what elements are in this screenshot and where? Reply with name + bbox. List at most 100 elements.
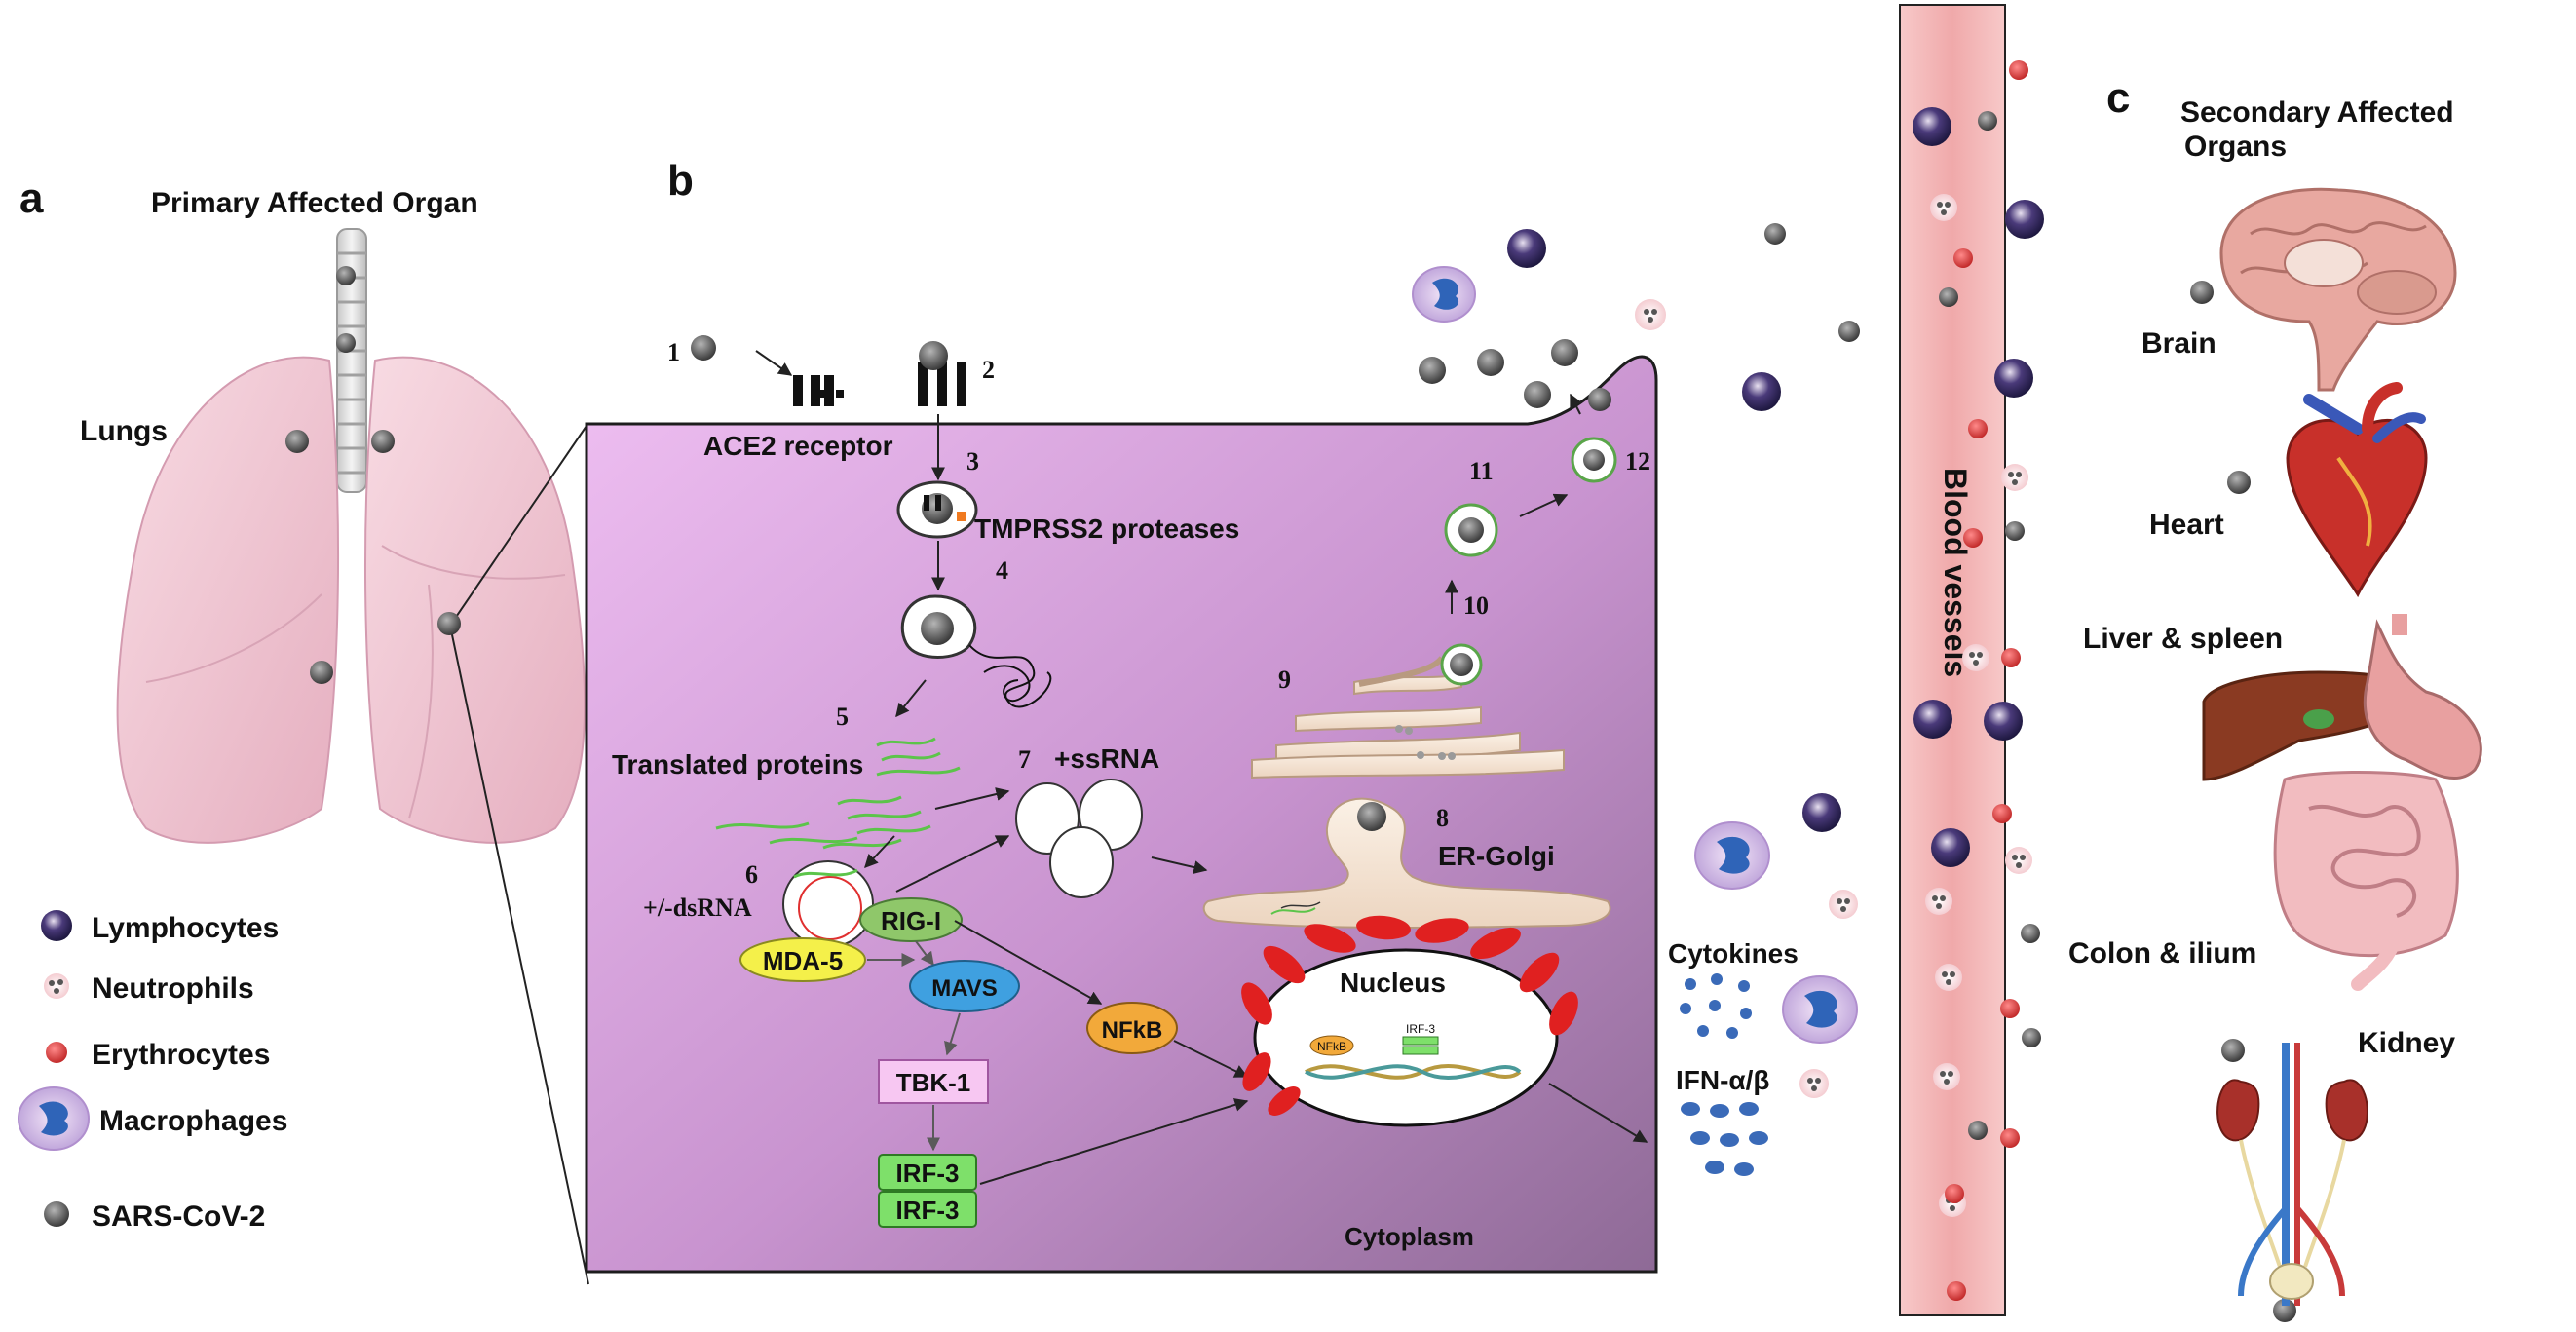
organ-label-liver-spleen: Liver & spleen [2083, 623, 2283, 655]
er-icon [1202, 797, 1611, 930]
svg-text:IRF-3: IRF-3 [896, 1196, 960, 1225]
tbk1-node: TBK-1 [878, 1059, 989, 1104]
svg-text:SARS-CoV-2: SARS-CoV-2 [92, 1200, 265, 1233]
panel-a: a Primary Affected Organ Lungs [18, 174, 589, 1285]
step-3: 3 [966, 447, 979, 476]
arrow-nfkb-nucleus [1173, 1040, 1249, 1078]
nucleus-icon: NFkB IRF-3 [1241, 915, 1578, 1127]
kidney-icon [2216, 1043, 2368, 1306]
arrow-nucleus-cytokines [1548, 1083, 1648, 1143]
trachea-icon [336, 228, 367, 493]
legend-item-sars-cov-2: SARS-CoV-2 [44, 1200, 265, 1233]
organ-label-heart: Heart [2149, 509, 2224, 541]
primary-organ-title: Primary Affected Organ [151, 187, 478, 219]
arrow-rig1-mavs [915, 940, 934, 967]
panel-b-letter: b [667, 157, 694, 205]
uncoating-endosome-icon [900, 594, 1052, 708]
arrow-6-7 [895, 835, 1010, 893]
step-2: 2 [982, 356, 995, 384]
arrow-irf3-nucleus [979, 1098, 1249, 1185]
dna-irf3-label: IRF-3 [1406, 1022, 1435, 1036]
arrow-11-12 [1519, 493, 1569, 517]
exocytosis-vesicle-icon [1571, 437, 1617, 483]
panel-c-letter: c [2106, 74, 2130, 122]
erythrocyte-particles [1945, 60, 2028, 1301]
ace2-label: ACE2 receptor [703, 431, 893, 461]
organ-label-brain: Brain [2141, 327, 2216, 360]
nfkb-node: NFkB [1086, 1002, 1178, 1054]
arrow-rig1-nfkb [954, 920, 1103, 1005]
macrophage-icon [18, 1086, 90, 1151]
secondary-organs-title-line2: Organs [2184, 131, 2287, 163]
erythrocyte-icon [46, 1042, 67, 1063]
budding-vesicle-icon [1358, 643, 1483, 687]
lungs-icon [116, 356, 587, 844]
panel-b: b 1 2 3 4 5 6 7 8 9 10 11 12 ACE2 re [585, 4, 2006, 1316]
svg-text:IRF-3: IRF-3 [896, 1159, 960, 1188]
tmprss2-label: TMPRSS2 proteases [974, 514, 1239, 544]
secondary-organs-title-line1: Secondary Affected [2180, 96, 2454, 129]
brain-icon [2219, 187, 2457, 392]
endosome-icon [896, 480, 978, 539]
intestines-icon [2273, 771, 2459, 991]
svg-text:RIG-I: RIG-I [881, 906, 941, 935]
neutrophil-particles [1635, 194, 2032, 1217]
svg-text:Erythrocytes: Erythrocytes [92, 1039, 270, 1071]
ifn-label: IFN-α/β [1676, 1065, 1770, 1095]
svg-text:Neutrophils: Neutrophils [92, 972, 254, 1005]
svg-text:MDA-5: MDA-5 [763, 946, 843, 975]
dna-nfkb-label: NFkB [1317, 1040, 1346, 1053]
virus-icon [44, 1201, 69, 1227]
organ-label-colon-ilium: Colon & ilium [2068, 937, 2256, 970]
translated-proteins-icon [715, 737, 961, 850]
cytokines-icon [1680, 973, 1752, 1039]
legend-item-lymphocytes: Lymphocytes [41, 910, 279, 944]
cytokines-label: Cytokines [1668, 938, 1799, 969]
step-1: 1 [667, 338, 680, 366]
svg-text:TBK-1: TBK-1 [896, 1068, 971, 1097]
panel-a-letter: a [19, 174, 44, 222]
virus-icon [691, 335, 716, 361]
step-9: 9 [1278, 666, 1291, 694]
ssrna-vesicles-icon [1015, 779, 1143, 898]
step-4: 4 [996, 556, 1008, 585]
step-11: 11 [1469, 457, 1494, 485]
arrow-5-7 [934, 787, 1010, 810]
step-5: 5 [836, 703, 849, 731]
dsrna-replication-icon [782, 860, 874, 948]
ifn-icon [1681, 1102, 1768, 1176]
liver-spleen-icon [2202, 614, 2482, 781]
ace2-receptor-bound-icon [918, 362, 966, 406]
neutrophil-icon [44, 973, 69, 999]
svg-text:Lymphocytes: Lymphocytes [92, 912, 279, 944]
arrow-release [1570, 393, 1582, 415]
step-10: 10 [1463, 591, 1489, 620]
legend: Lymphocytes Neutrophils Erythrocytes Mac… [18, 910, 287, 1233]
arrow-7-8 [1151, 856, 1208, 874]
virus-icon [919, 341, 948, 370]
scattered-cells [285, 60, 2305, 1322]
legend-item-neutrophils: Neutrophils [44, 972, 254, 1005]
step-8: 8 [1436, 804, 1449, 832]
heart-icon [2286, 382, 2428, 598]
golgi-vesicles-icon [1395, 725, 1456, 760]
step-12: 12 [1625, 447, 1650, 476]
blood-vessels-label: Blood vessels [1938, 468, 1973, 677]
arrow-4-5 [895, 679, 927, 718]
svg-text:NFkB: NFkB [1102, 1017, 1163, 1044]
mda5-node: MDA-5 [739, 937, 866, 982]
lungs-label: Lungs [80, 415, 168, 447]
step-6: 6 [745, 860, 758, 889]
mavs-node: MAVS [909, 960, 1020, 1012]
panel-c: c Secondary Affected Organs Brain Heart [2068, 74, 2482, 1306]
cytoplasm-label: Cytoplasm [1345, 1222, 1474, 1251]
zoom-line-bottom [449, 625, 589, 1285]
arrow-to-dsrna [864, 835, 895, 869]
entry-arrow [755, 350, 793, 376]
legend-item-erythrocytes: Erythrocytes [46, 1039, 270, 1071]
er-golgi-label: ER-Golgi [1438, 841, 1555, 871]
dsrna-label: +/-dsRNA [643, 894, 752, 922]
macrophage-particles [1412, 266, 1858, 1044]
